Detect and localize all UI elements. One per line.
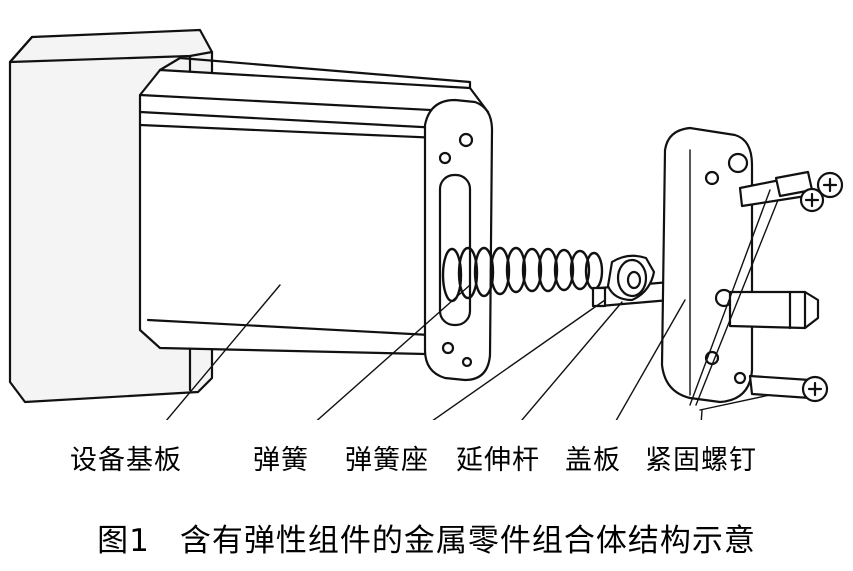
label-spring-seat: 弹簧座 — [345, 445, 429, 476]
main-housing — [138, 56, 490, 357]
label-spring: 弹簧 — [253, 445, 309, 476]
housing-flange — [423, 98, 494, 382]
figure-number: 图1 — [97, 523, 150, 559]
label-equipment-base-plate: 设备基板 — [70, 445, 182, 476]
fastening-screws — [728, 170, 844, 403]
label-fastening-screws: 紧固螺钉 — [645, 445, 757, 476]
label-cover-plate: 盖板 — [565, 445, 621, 476]
leader-lines — [165, 189, 779, 420]
cover-plate — [660, 126, 754, 404]
assembly-diagram — [8, 28, 844, 420]
figure-title: 含有弹性组件的金属零件组合体结构示意 — [179, 523, 756, 559]
label-extension-rod: 延伸杆 — [456, 445, 540, 476]
spring-seat — [606, 254, 656, 302]
figure-caption: 图1 含有弹性组件的金属零件组合体结构示意 — [0, 515, 853, 560]
